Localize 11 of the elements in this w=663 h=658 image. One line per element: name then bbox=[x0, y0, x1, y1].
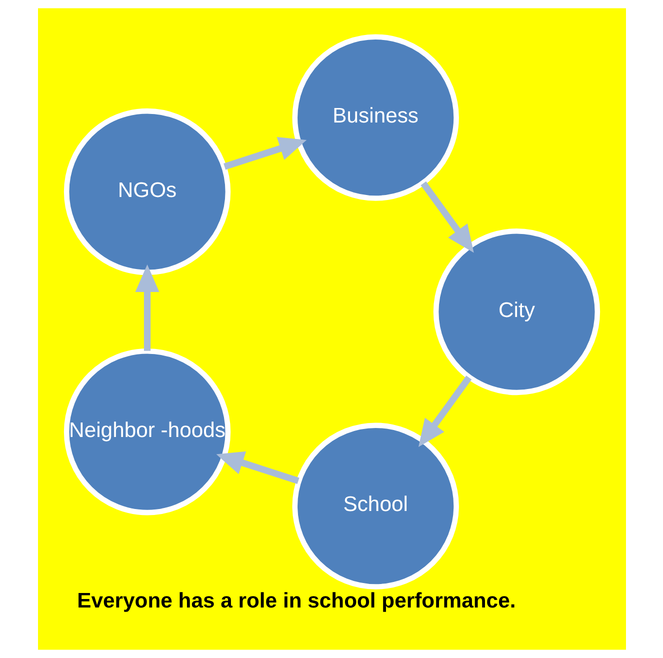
node-circle: Business bbox=[292, 34, 458, 201]
arrow bbox=[420, 181, 474, 253]
node-circle: School bbox=[292, 422, 458, 590]
arrow bbox=[223, 137, 306, 170]
arrow bbox=[216, 451, 299, 484]
node-circle: NGOs bbox=[63, 108, 230, 276]
caption: Everyone has a role in school performance. bbox=[76, 590, 516, 613]
arrow bbox=[134, 264, 159, 351]
node-circle: Neighbor -hoods bbox=[63, 348, 230, 516]
node-circle: City bbox=[432, 228, 600, 396]
arrow bbox=[418, 376, 472, 448]
